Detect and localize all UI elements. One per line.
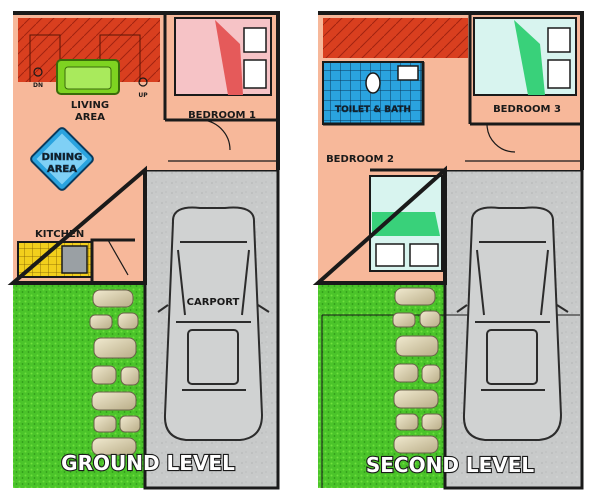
second-interior-walls xyxy=(323,13,582,172)
ground-stair-arrows xyxy=(29,34,141,82)
ground-exterior-walls xyxy=(7,11,280,285)
toilet-bath-label: TOILET & BATH xyxy=(335,105,411,115)
bedroom-3-label: BEDROOM 3 xyxy=(493,104,561,115)
dining-table xyxy=(30,127,94,191)
sofa xyxy=(56,59,120,95)
ground-level-title: GROUND LEVEL xyxy=(61,451,235,475)
ground-car xyxy=(157,206,270,441)
second-car xyxy=(456,206,569,441)
bedroom-1-door-swing xyxy=(199,119,231,151)
ground-interior-walls xyxy=(90,13,278,283)
bedroom-3-bed xyxy=(473,17,577,96)
kitchen-door-swing xyxy=(107,239,129,276)
kitchen-sink xyxy=(61,245,88,274)
second-stairs xyxy=(323,18,468,58)
second-level-plan: TOILET & BATH BEDROOM 2 BEDROOM 3 SECOND… xyxy=(312,11,584,490)
carport-label: CARPORT xyxy=(187,297,240,308)
bedroom-1-label: BEDROOM 1 xyxy=(188,110,256,121)
second-labels: TOILET & BATH BEDROOM 2 BEDROOM 3 SECOND… xyxy=(326,104,561,478)
stair-dn-label: DN xyxy=(33,82,43,89)
ground-level-plan: LIVING AREA DINING AREA KITCHEN BEDROOM … xyxy=(7,11,280,490)
stair-up-label: UP xyxy=(138,92,148,99)
living-area-label-line-1: LIVING xyxy=(71,100,109,111)
ground-labels: LIVING AREA DINING AREA KITCHEN BEDROOM … xyxy=(33,82,256,476)
second-level-title: SECOND LEVEL xyxy=(366,453,535,477)
kitchen-label: KITCHEN xyxy=(35,229,84,240)
ground-stair-dn-marker xyxy=(33,67,43,77)
bedroom-3-door-swing xyxy=(486,123,516,153)
lavatory xyxy=(397,65,419,81)
dining-area-label-line-1: DINING xyxy=(42,152,83,163)
living-area-label-line-2: AREA xyxy=(75,112,105,123)
bedroom-2-bed xyxy=(369,175,443,272)
dining-area-label-line-2: AREA xyxy=(47,164,77,175)
toilet xyxy=(365,72,381,94)
bedroom-2-label: BEDROOM 2 xyxy=(326,154,394,165)
second-exterior-walls xyxy=(312,11,584,285)
ground-stepping-stones xyxy=(89,289,141,456)
bedroom-1-bed xyxy=(174,17,272,96)
second-stepping-stones xyxy=(392,287,443,454)
ground-stair-up-marker xyxy=(138,77,148,87)
